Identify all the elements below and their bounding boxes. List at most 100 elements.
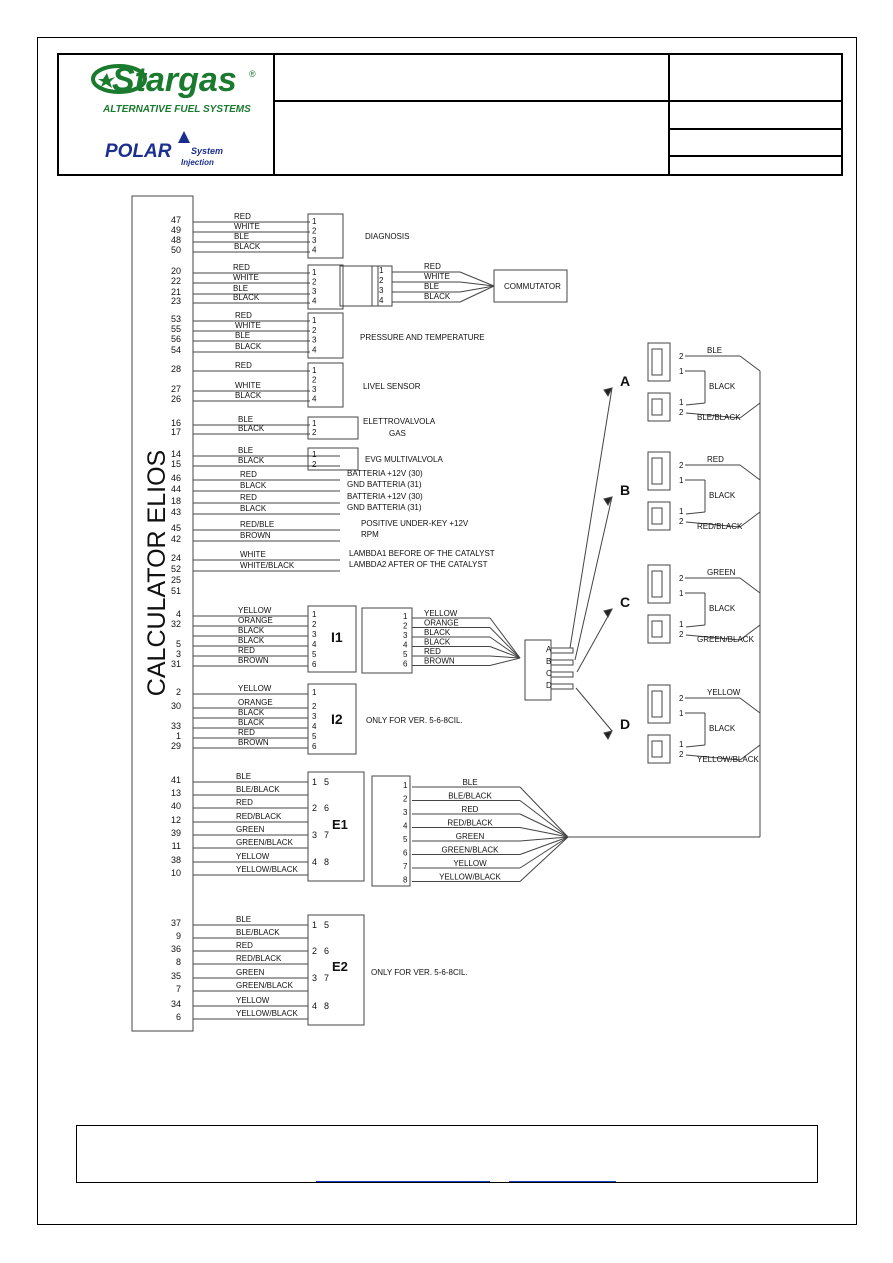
wire-color-label: BLACK [238, 718, 265, 727]
wire-color-label: BLE/BLACK [236, 928, 280, 937]
logo-mark: ® [249, 69, 256, 79]
wire-color-label: GREEN/BLACK [697, 635, 755, 644]
connector-pin-number: 1 [312, 366, 317, 375]
pin-number: 9 [176, 931, 181, 941]
commutator-label: COMMUTATOR [504, 282, 561, 291]
arrow-head [603, 608, 613, 618]
wire-color-label: BLE [707, 346, 722, 355]
pin-number: 36 [171, 944, 181, 954]
arrow-head [603, 387, 613, 397]
injector-connector [651, 740, 663, 758]
connector-pin-number: 1 [312, 419, 317, 428]
wire-color-label: BLE/BLACK [697, 413, 741, 422]
connector-pin-number: 2 [312, 278, 317, 287]
injector-pin-number: 2 [679, 574, 684, 583]
wire-color-label: RED [238, 646, 255, 655]
connector-pin-number: 2 [403, 622, 408, 631]
arrow-line [574, 496, 613, 661]
component-label: LIVEL SENSOR [363, 382, 421, 391]
pin-number: 21 [171, 287, 181, 297]
connector-pin-number: 1 [312, 450, 317, 459]
connector-pin-number: 3 [312, 973, 317, 983]
arrow-letter: C [620, 594, 630, 610]
wire-color-label: RED [707, 455, 724, 464]
wire-line [489, 657, 521, 666]
title-divider [273, 53, 275, 176]
connector-pin-number: 3 [312, 712, 317, 721]
injector-connector [651, 620, 663, 638]
pin-number: 38 [171, 855, 181, 865]
logo-area: Stargas ® ALTERNATIVE FUEL SYSTEMS POLAR… [57, 53, 274, 176]
connector-pin-number: 4 [312, 297, 317, 306]
connector-housing [307, 605, 357, 673]
connector-pin-number: 2 [312, 702, 317, 711]
injector-pin-number: 1 [679, 740, 684, 749]
arrow-head [603, 730, 613, 740]
wire-color-label: RED [236, 798, 253, 807]
injector-connector [651, 348, 663, 376]
pin-number: 24 [171, 553, 181, 563]
wire-color-label: BLACK [238, 626, 265, 635]
distributor-pin [550, 647, 574, 654]
calculator-block [131, 195, 194, 1032]
injector-pin-number: 1 [679, 620, 684, 629]
wire-color-label: RED [233, 263, 250, 272]
injector-connector [647, 564, 671, 604]
injector-connector [651, 398, 663, 416]
wire-line [489, 655, 521, 659]
wire-line [519, 813, 569, 838]
pin-number: 46 [171, 473, 181, 483]
arrow-line [569, 387, 613, 649]
connector-name: I2 [331, 711, 343, 727]
pin-number: 31 [171, 659, 181, 669]
footer-link[interactable] [509, 1181, 616, 1182]
wire-color-label: YELLOW/BLACK [236, 1009, 298, 1018]
pin-number: 23 [171, 296, 181, 306]
wire-line [685, 744, 706, 748]
connector-pin-number: 5 [403, 835, 408, 844]
wire-line [489, 646, 521, 659]
pin-number: 26 [171, 394, 181, 404]
pin-number: 15 [171, 459, 181, 469]
power-label: RPM [361, 530, 379, 539]
component-label: ELETTROVALVOLA [363, 417, 436, 426]
wire-line [739, 744, 761, 761]
wire-color-label: BLACK [424, 628, 451, 637]
power-label: POSITIVE UNDER-KEY +12V [361, 519, 469, 528]
wire-line [739, 464, 761, 481]
wire-line [685, 754, 741, 761]
footer-link[interactable] [316, 1181, 490, 1182]
wire-color-label: WHITE [234, 222, 260, 231]
wire-color-label: RED [424, 262, 441, 271]
wire-color-label: RED/BLACK [236, 812, 282, 821]
wire-color-label: WHITE [233, 273, 259, 282]
distributor-pin [550, 671, 574, 678]
wire-color-label: BLACK [238, 456, 265, 465]
connector-name: I1 [331, 629, 343, 645]
wire-line [519, 836, 569, 842]
wire-color-label: WHITE [240, 550, 266, 559]
wire-color-label: RED [240, 470, 257, 479]
pin-number: 18 [171, 496, 181, 506]
wire-color-label: WHITE [424, 272, 450, 281]
wire-color-label: RED [236, 941, 253, 950]
distributor-pin [550, 683, 574, 690]
arrow-head [603, 496, 613, 506]
pin-number: 45 [171, 523, 181, 533]
pin-number: 5 [176, 639, 181, 649]
connector-pin-number: 2 [379, 276, 384, 285]
pin-number: 28 [171, 364, 181, 374]
distributor-pin-label: D [546, 681, 552, 690]
pin-number: 33 [171, 721, 181, 731]
connector-pin-number: 8 [324, 857, 329, 867]
stargas-logo: Stargas ® ALTERNATIVE FUEL SYSTEMS POLAR… [91, 61, 256, 167]
connector-pin-number: 1 [403, 781, 408, 790]
wire-color-label: WHITE [235, 321, 261, 330]
wire-color-label: RED [235, 361, 252, 370]
wire-color-label: RED/BLACK [697, 522, 743, 531]
wire-color-label: YELLOW [424, 609, 458, 618]
wire-line [489, 627, 521, 659]
connector-pin-number: 4 [403, 822, 408, 831]
injector-connector [647, 614, 671, 644]
